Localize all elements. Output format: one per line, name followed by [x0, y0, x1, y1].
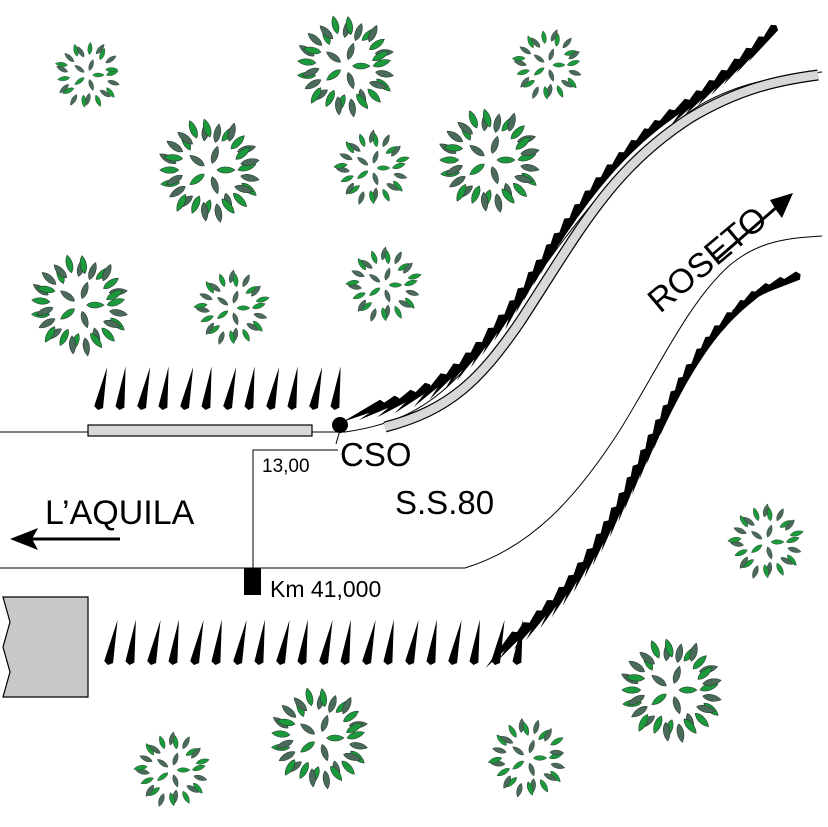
tree-icon	[192, 268, 271, 346]
cso-label: CSO	[340, 436, 412, 473]
slope-tick-icon	[147, 620, 161, 665]
slope-tick-icon	[211, 619, 222, 665]
slope-tick-icon	[429, 363, 461, 400]
slope-tick-icon	[757, 271, 801, 296]
slope-tick-icon	[180, 366, 194, 410]
slope-tick-icon	[266, 366, 280, 410]
slope-tick-icon	[629, 120, 662, 155]
curved-guardrail	[383, 70, 819, 432]
slope-tick-icon	[201, 366, 212, 410]
slope-tick-icon	[319, 620, 333, 665]
slope-tick-icon	[377, 389, 416, 418]
slope-tick-icon	[115, 366, 126, 410]
slope-tick-icon	[670, 90, 704, 126]
tree-icon	[54, 41, 121, 108]
cso-point-icon	[332, 417, 348, 433]
slope-tick-icon	[358, 395, 400, 421]
tree-icon	[726, 502, 805, 580]
slope-tick-icon	[158, 366, 169, 410]
slope-tick-icon	[711, 58, 742, 96]
slope-tick-icon	[405, 620, 419, 665]
guardrails	[87, 69, 819, 437]
slope-tick-icon	[444, 352, 474, 391]
slope-tick-icon	[513, 610, 544, 650]
slope-tick-icon	[697, 69, 729, 106]
slope-tick-icon	[485, 631, 519, 669]
road-label: S.S.80	[395, 484, 494, 521]
slope-tick-icon	[730, 283, 771, 312]
slope-tick-icon	[362, 620, 376, 665]
tree-icon	[30, 253, 129, 358]
slope-marks-layer	[94, 24, 801, 669]
slope-tick-icon	[233, 620, 247, 665]
tree-icon	[437, 107, 541, 214]
tree-icon	[619, 637, 723, 744]
slope-tick-icon	[254, 619, 265, 665]
tree-icon	[270, 686, 369, 791]
south-road-edge	[0, 235, 823, 569]
dimension-line	[252, 429, 341, 576]
slope-tick-icon	[223, 366, 237, 410]
arrow-icon	[715, 193, 793, 262]
slope-tick-icon	[491, 620, 505, 665]
slope-tick-icon	[413, 373, 448, 408]
slope-tick-icon	[244, 366, 255, 410]
tree-icon	[157, 117, 261, 224]
slope-tick-icon	[394, 382, 431, 414]
straight-guardrail	[87, 424, 313, 437]
slope-tick-icon	[330, 366, 341, 410]
slope-tick-icon	[342, 399, 385, 422]
slope-tick-icon	[125, 619, 136, 665]
tree-icon	[132, 730, 211, 808]
slope-tick-icon	[498, 622, 531, 660]
slope-tick-icon	[297, 619, 308, 665]
tree-icon	[511, 28, 583, 101]
slope-tick-icon	[340, 619, 351, 665]
road-edges	[0, 71, 823, 569]
tree-icon	[296, 14, 395, 119]
slope-tick-icon	[276, 620, 290, 665]
slope-tick-icon	[525, 600, 555, 641]
arrow-icon	[10, 528, 120, 550]
slope-tick-icon	[655, 98, 691, 131]
offset-label: 13,00	[262, 456, 310, 477]
slope-tick-icon	[190, 620, 204, 665]
north-road-edge	[0, 71, 823, 433]
tree-icon	[332, 128, 411, 206]
slope-tick-icon	[426, 619, 437, 665]
slope-tick-icon	[168, 619, 179, 665]
km-label: Km 41,000	[270, 576, 381, 602]
slope-tick-icon	[94, 366, 108, 410]
east-destination-label: ROSETO	[641, 199, 775, 320]
slope-tick-icon	[448, 620, 462, 665]
slope-tick-icon	[104, 620, 118, 665]
slope-tick-icon	[383, 619, 394, 665]
building-block	[2, 596, 89, 698]
west-destination-label: L’AQUILA	[45, 494, 195, 532]
slope-tick-icon	[743, 276, 785, 304]
tree-icon	[344, 245, 423, 323]
slope-tick-icon	[287, 366, 298, 410]
tree-icon	[486, 717, 566, 799]
slope-tick-icon	[748, 24, 779, 62]
slope-tick-icon	[684, 79, 717, 116]
slope-tick-icon	[469, 619, 480, 665]
slope-tick-icon	[723, 47, 754, 85]
km-marker-icon	[244, 568, 261, 595]
slope-tick-icon	[309, 366, 323, 410]
slope-tick-icon	[137, 366, 151, 410]
slope-tick-icon	[642, 109, 676, 143]
